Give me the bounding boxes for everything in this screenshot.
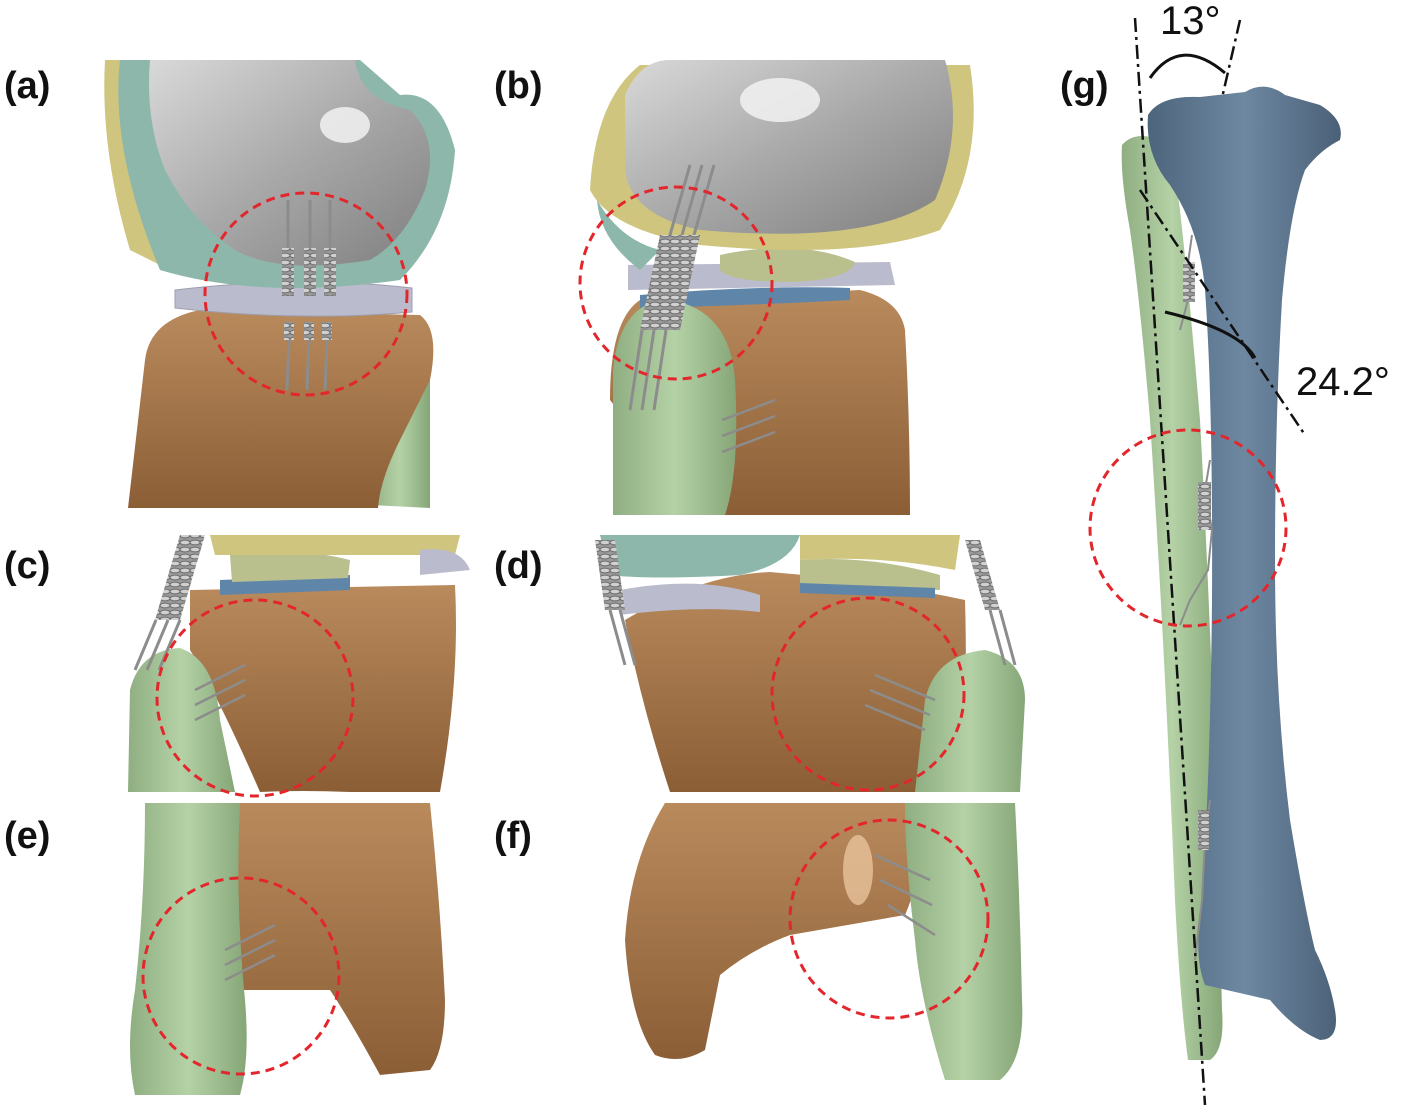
meniscus-teal-d <box>600 535 800 578</box>
meniscus-olive-c <box>230 551 350 582</box>
tibia-a <box>128 310 434 508</box>
angle-label-top: 13° <box>1160 0 1221 43</box>
fibula-g <box>1121 136 1223 1060</box>
angle-label-side: 24.2° <box>1296 360 1390 404</box>
panel-label-d: (d) <box>494 545 543 587</box>
meniscus-blue-b <box>640 287 850 308</box>
fibula-f <box>905 803 1023 1080</box>
meniscus-olive-d <box>800 559 940 590</box>
panel-a: (a) <box>4 60 455 508</box>
panel-label-b: (b) <box>494 65 543 107</box>
springs-d <box>595 540 1017 732</box>
meniscus-teal-b <box>597 200 660 270</box>
cartilage-yellow-d <box>800 535 960 570</box>
tibia-e <box>235 803 445 1075</box>
panel-d: (d) <box>494 535 1025 792</box>
cartilage-yellow-c <box>210 535 460 555</box>
panel-f: (f) <box>494 803 1023 1080</box>
marker-circle-c <box>155 598 355 798</box>
marker-circle-g <box>1088 428 1288 628</box>
angle-arc-top <box>1148 53 1226 79</box>
meniscus-lavender-d <box>620 583 760 615</box>
panel-g: 13° 24.2° (g) <box>1060 0 1390 1106</box>
meniscus-olive-b <box>720 247 855 282</box>
tibia-c <box>190 585 456 792</box>
angle-arc-side <box>1164 310 1257 359</box>
panel-e: (e) <box>4 803 445 1095</box>
panel-b: (b) <box>494 60 974 515</box>
springs-g <box>1179 234 1214 961</box>
wires-e <box>224 923 276 982</box>
springs-b <box>628 164 776 454</box>
meniscus-lavender-c <box>420 549 470 575</box>
meniscus-blue-d <box>800 583 935 598</box>
axis-lines-g <box>1133 17 1307 1106</box>
tibia-f <box>625 803 921 1059</box>
marker-circle-e <box>141 876 341 1076</box>
marker-circle-b <box>578 185 774 381</box>
panel-label-g: (g) <box>1060 65 1109 107</box>
panel-label-f: (f) <box>494 815 532 857</box>
panel-label-c: (c) <box>4 545 50 587</box>
springs-a <box>282 200 336 391</box>
wires-f <box>874 853 936 937</box>
panel-c: (c) <box>4 535 470 798</box>
tibia-d <box>625 572 966 792</box>
tibia-g <box>1147 86 1341 1040</box>
panel-label-a: (a) <box>4 65 50 107</box>
marker-circle-a <box>203 191 409 397</box>
panel-label-e: (e) <box>4 815 50 857</box>
marker-circle-f <box>788 818 990 1020</box>
fibula-b <box>613 300 737 515</box>
fibula-e <box>130 803 247 1095</box>
springs-c <box>133 535 246 722</box>
marker-circle-d <box>770 596 966 792</box>
